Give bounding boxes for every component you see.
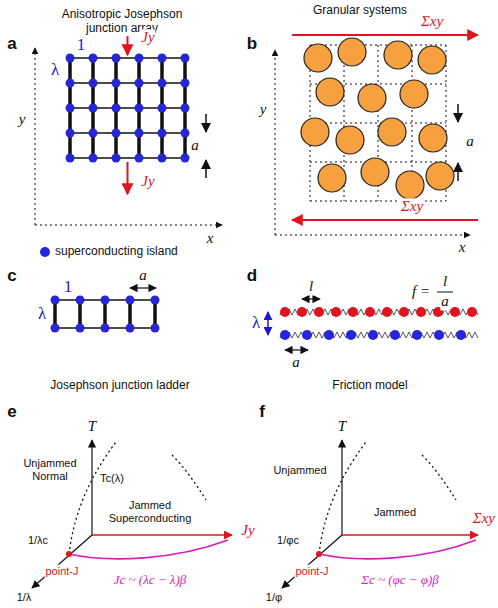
drive-label: Jy [140,29,155,46]
axes-a [35,48,222,225]
variable-label: x [458,239,467,256]
drive-label: Σxy [400,198,424,215]
variable-label: T [87,418,97,435]
panel-letter: d [246,266,258,286]
panel-letter: a [6,34,17,54]
variable-label: x [206,230,215,247]
junction-array [66,54,190,163]
annotation: Unjammed Normal [17,457,83,482]
variable-label: a [291,354,301,371]
coupling-label: 1 [76,35,87,55]
variable-label: l [442,273,448,290]
coupling-label: λ [50,60,60,80]
variable-label: a [190,137,200,154]
friction-chains [280,307,478,340]
variable-label: y [259,101,268,118]
coupling-label: 1 [63,277,74,297]
junction-ladder [51,296,160,333]
variable-label: y [18,111,27,128]
point-label: point-J [44,565,79,578]
variable-label: T [337,418,347,435]
fraction-bar [437,292,453,293]
panel-letter: c [6,266,17,286]
panel-title: Friction model [331,379,408,393]
spacing-arrow [302,298,320,299]
panel-letter: e [6,402,17,422]
drive-label: Σxy [472,510,496,527]
panel-title: Josephson junction ladder [49,379,190,393]
spacing-arrow [285,349,308,350]
annotation: 1/λ [16,591,33,604]
granular-packing [301,38,454,201]
stress-arrows [292,35,478,220]
axes-b [275,50,470,235]
spacing-arrow [130,287,156,288]
variable-label: a [440,293,450,310]
legend-dot [40,247,50,257]
current-arrows [127,30,129,194]
annotation: Jammed Superconducting [99,499,201,524]
scaling-law: Jc ~ (λc − λ)β [113,573,188,588]
annotation: 1/λc [27,534,49,547]
panel-title: superconducting island [54,245,179,259]
annotation: 1/φc [276,534,300,547]
variable-label: a [465,133,475,150]
variable-label: f = [411,283,431,300]
coupling-arrow [267,312,269,335]
panel-title: Granular systems [312,4,408,18]
panel-title: Anisotropic Josephson junction array [46,8,198,36]
drive-label: Σxy [420,13,444,30]
phase-diagram-f [282,440,478,588]
drive-label: Jy [240,522,255,539]
annotation: Tc(λ) [99,472,125,485]
panel-letter: b [246,34,258,54]
annotation: Unjammed [272,464,327,477]
variable-label: l [308,278,314,295]
point-label: point-J [294,565,329,578]
panel-letter: f [258,402,266,422]
drive-label: Jy [140,173,155,190]
annotation: Jammed [373,506,417,519]
variable-label: a [138,267,148,284]
coupling-label: λ [37,304,47,324]
coupling-label: λ [251,313,261,333]
annotation: 1/φ [265,591,283,604]
scaling-law: Σc ~ (φc − φ)β [360,573,440,588]
